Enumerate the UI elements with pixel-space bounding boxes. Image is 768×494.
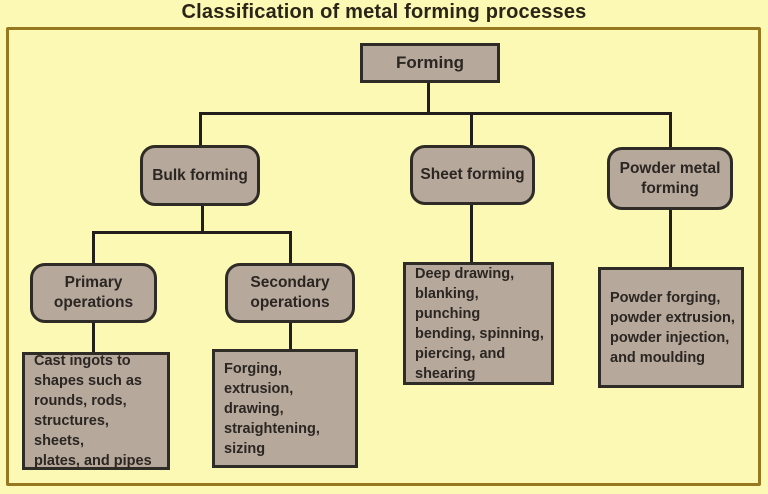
connector-primary-detail xyxy=(92,321,95,353)
node-forming: Forming xyxy=(360,43,500,83)
node-sheet-forming-detail: Deep drawing, blanking, punching bending… xyxy=(403,262,554,385)
node-primary-operations: Primary operations xyxy=(30,263,157,323)
connector-forming-riser xyxy=(427,81,430,114)
connector-primary-drop xyxy=(92,231,95,264)
connector-level2-horizontal xyxy=(92,231,292,234)
connector-secondary-detail xyxy=(289,321,292,350)
page-title: Classification of metal forming processe… xyxy=(181,1,587,23)
node-secondary-operations-detail: Forging, extrusion, drawing, straighteni… xyxy=(212,349,358,468)
connector-bulk-riser xyxy=(201,204,204,233)
node-bulk-forming: Bulk forming xyxy=(140,145,260,206)
connector-secondary-drop xyxy=(289,231,292,264)
connector-bulk-drop xyxy=(199,112,202,147)
node-secondary-operations: Secondary operations xyxy=(225,263,355,323)
node-powder-metal-forming: Powder metal forming xyxy=(607,147,733,210)
node-sheet-forming: Sheet forming xyxy=(410,145,535,205)
node-powder-metal-forming-detail: Powder forging, powder extrusion, powder… xyxy=(598,267,744,388)
node-primary-operations-detail: Cast ingots to shapes such as rounds, ro… xyxy=(22,352,170,470)
connector-sheet-drop xyxy=(470,112,473,147)
connector-powder-detail xyxy=(669,208,672,268)
connector-sheet-detail xyxy=(470,203,473,263)
connector-level1-horizontal xyxy=(199,112,672,115)
connector-powder-drop xyxy=(669,112,672,150)
diagram-frame xyxy=(6,27,761,486)
